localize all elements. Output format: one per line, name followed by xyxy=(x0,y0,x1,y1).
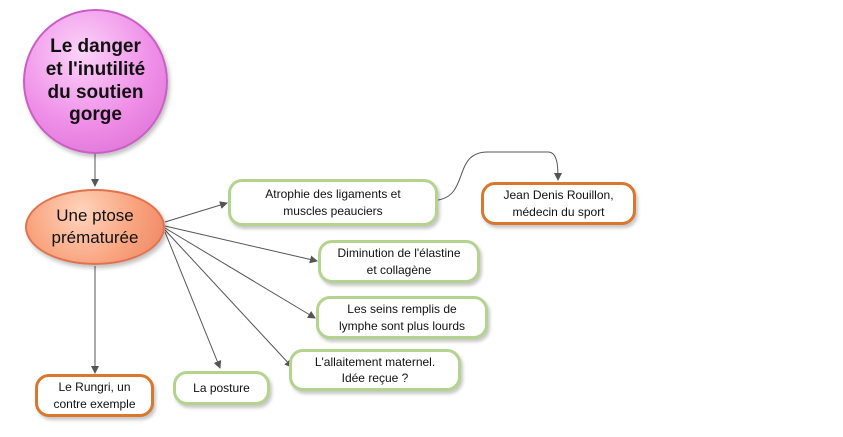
node-rouillon[interactable]: Jean Denis Rouillon, médecin du sport xyxy=(481,182,636,225)
root-node[interactable]: Le danger et l'inutilité du soutien gorg… xyxy=(23,9,168,154)
connector-atrophie-to-rouillon xyxy=(437,151,562,201)
connector-hub-to-elastine xyxy=(164,225,318,264)
node-lymphe[interactable]: Les seins remplis de lymphe sont plus lo… xyxy=(316,296,488,339)
connector-hub-to-atrophie xyxy=(164,201,228,223)
node-allaitement[interactable]: L'allaitement maternel. Idée reçue ? xyxy=(289,349,461,391)
node-rungri[interactable]: Le Rungri, un contre exemple xyxy=(35,374,154,417)
node-posture[interactable]: La posture xyxy=(173,371,270,405)
node-atrophie[interactable]: Atrophie des ligaments et muscles peauci… xyxy=(228,179,438,226)
connector-hub-to-posture xyxy=(164,231,222,369)
connector-hub-to-allaitement xyxy=(164,229,293,368)
connector-hub-to-lymphe xyxy=(164,227,316,319)
node-elastine[interactable]: Diminution de l'élastine et collagène xyxy=(318,240,480,283)
hub-node-ptose[interactable]: Une ptose prématurée xyxy=(25,189,165,265)
